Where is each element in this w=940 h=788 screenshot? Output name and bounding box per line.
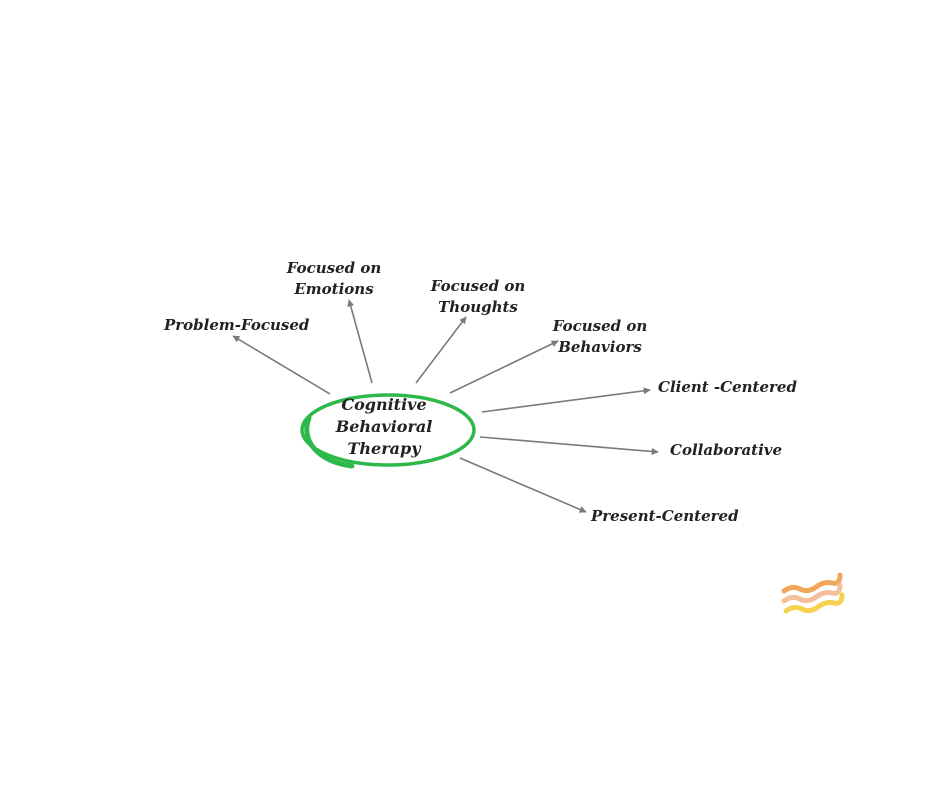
branch-label-focused-on-thoughts: Focused on Thoughts (430, 277, 526, 316)
branch-label-focused-on-behaviors: Focused on Behaviors (552, 317, 648, 356)
arrow-client-centered (481, 387, 651, 413)
arrow-focused-on-emotions (347, 299, 373, 384)
arrow-focused-on-behaviors (449, 340, 559, 394)
arrow-focused-on-thoughts (415, 316, 467, 384)
branch-label-problem-focused: Problem-Focused (164, 316, 310, 334)
center-ring (300, 393, 476, 469)
arrow-present-centered (459, 457, 587, 513)
branch-label-collaborative: Collaborative (670, 441, 783, 459)
arrow-problem-focused (232, 335, 331, 395)
branch-label-focused-on-emotions: Focused on Emotions (286, 259, 382, 298)
arrow-collaborative (479, 436, 659, 455)
wave-lines-icon (781, 572, 845, 614)
branch-label-present-centered: Present-Centered (591, 507, 739, 525)
branch-label-client-centered: Client -Centered (658, 378, 797, 396)
center-node-label: Cognitive Behavioral Therapy (335, 395, 433, 458)
branch-arrows (232, 299, 659, 513)
